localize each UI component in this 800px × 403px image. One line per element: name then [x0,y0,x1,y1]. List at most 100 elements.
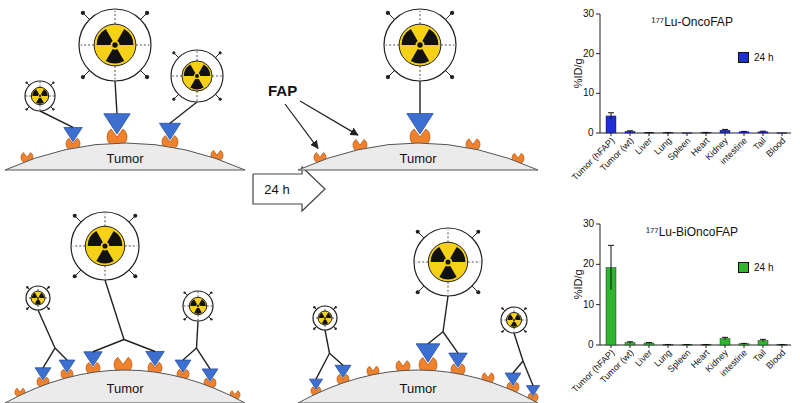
node-text-box: Tumor [298,149,538,167]
chelator-dot [73,214,77,218]
chelator-dot [47,307,49,309]
ligand-triangle [407,114,433,134]
ligand-triangle [35,368,51,380]
chelator-arm [215,94,219,98]
coordination-bond [502,320,507,321]
radiolabel-chelator [71,212,139,280]
bar-chart [596,14,791,136]
trefoil-blade [32,89,39,96]
radiolabel-chelator [414,228,482,296]
x-tick [649,133,650,136]
tumor-outline [5,143,245,170]
trefoil-blade [199,65,211,76]
linker [316,353,330,379]
radionuclide [428,242,467,281]
bar [758,132,768,133]
trefoil-blade [36,98,44,104]
tick-label: 20 [583,48,594,60]
coordination-bond [81,45,94,46]
tick-label: 0 [588,339,594,351]
x-tick [744,133,745,136]
linker [419,81,420,114]
trefoil-blade [190,79,203,89]
bar [720,130,730,133]
y-tick [596,224,600,225]
chelator-dot [133,274,137,278]
leader-line [300,101,358,135]
coordination-bond [40,105,41,111]
chelator-dot [416,290,420,294]
trefoil-blade [402,29,418,45]
coordination-bond [26,96,32,97]
trefoil-blade [411,49,429,63]
fap-label: FAP [268,82,297,99]
coordination-bond [197,51,198,61]
bar [739,132,749,133]
radionuclide [182,61,212,91]
coordination-bond [314,318,318,319]
chelator-ring [183,291,213,321]
x-tick [706,133,707,136]
trefoil-center [445,259,450,264]
trefoil-blade [322,319,328,324]
linker [183,348,197,360]
legend-entry: 24 h [738,52,773,63]
linker [330,353,344,365]
coordination-bond [172,76,182,77]
x-tick [649,345,650,348]
tumor-surface: Tumor [298,128,538,170]
chelator-dot [25,108,27,110]
chelator-dot [145,11,149,15]
chelator-dot [524,330,526,332]
trefoil-blade [439,266,456,280]
chelator-ring [384,9,456,81]
linker [197,348,211,369]
trefoil-blade [41,89,48,96]
axis-title: %ID/g [572,58,585,88]
radionuclide [94,24,136,66]
trefoil-center [513,319,515,321]
coordination-bond [38,305,39,309]
chelator-arm [419,233,424,238]
chelator-dot [476,230,480,234]
error-cap [627,341,633,342]
chelator-dot [183,291,185,293]
chelator-arm [445,14,451,20]
x-tick [630,133,631,136]
linker [55,348,67,360]
radionuclide [399,24,441,66]
legend-swatch [738,52,749,63]
chelator-ring [414,228,482,296]
x-tick [687,345,688,348]
axis-title: %ID/g [572,269,585,299]
x-tick [611,133,612,136]
category-label: Liver [633,136,654,157]
chelator-dot [219,51,222,54]
trefoil-blade [450,247,465,262]
chelator-ring [171,50,223,102]
bar-chart [596,224,791,348]
radionuclide [85,226,124,265]
trefoil-blade [194,308,202,314]
y-tick [596,133,600,134]
chart-title: ¹⁷⁷Lu-OncoFAP [652,16,733,30]
error-cap [646,342,652,343]
ligand-triangle [84,352,102,366]
bar [777,132,787,134]
coordination-bond [420,66,421,79]
radiolabel-chelator [25,81,55,111]
bar [739,344,749,345]
bar [663,132,673,134]
tumor-outline [298,143,538,170]
chelator-dot [334,306,336,308]
trefoil-center [39,95,41,97]
y-tick [596,14,600,15]
ligand-triangle [64,127,82,141]
linker [513,361,523,373]
coordination-bond [448,282,449,295]
x-tick [630,345,631,348]
chelator-arm [76,270,81,275]
bar [682,344,692,346]
error-bar [611,113,612,119]
